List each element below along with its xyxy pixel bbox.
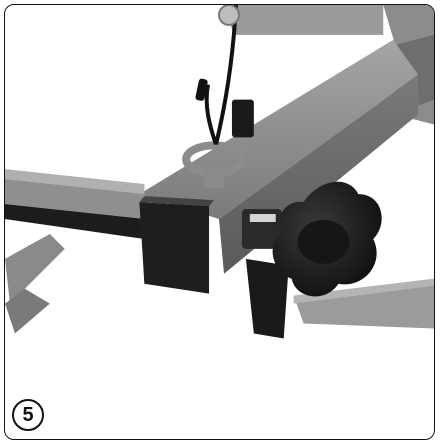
crossbar-right — [293, 278, 434, 329]
leg-left — [5, 233, 65, 304]
step-number-badge: 5 — [12, 399, 44, 431]
product-photo — [5, 5, 434, 339]
figure-frame: 5 — [4, 4, 435, 440]
end-cap — [139, 202, 210, 294]
clamp-block — [245, 258, 289, 339]
